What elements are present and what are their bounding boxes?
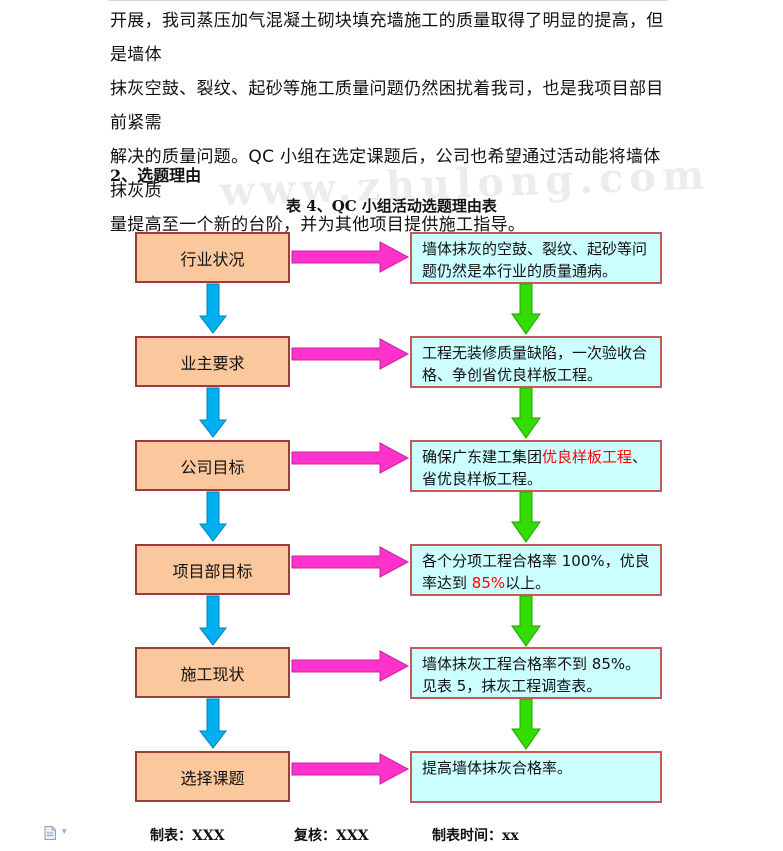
right-down-arrow-2 [511,387,541,439]
flow-left-box-topic: 选择课题 [135,751,290,802]
left-down-arrow-5 [198,698,228,749]
body-paragraph: 开展，我司蒸压加气混凝土砌块填充墙施工的质量取得了明显的提高，但是墙体 抹灰空鼓… [110,4,670,242]
right-down-arrow-1 [511,283,541,335]
flow-right-box-owner: 工程无装修质量缺陷，一次验收合格、争创省优良样板工程。 [410,336,662,388]
right-down-arrow-3 [511,491,541,543]
flow-left-box-company: 公司目标 [135,440,290,491]
right-arrow-6 [291,753,410,785]
desc-text: 、省优良样板工程。 [422,448,648,488]
desc-text: 各个分项工程合格率 100%，优良率达到 [422,552,650,592]
dropdown-caret-icon[interactable]: ▾ [62,827,67,837]
page-top-rule [108,0,668,1]
right-down-arrow-5 [511,698,541,750]
paragraph-line: 抹灰空鼓、裂纹、起砂等施工质量问题仍然困扰着我司，也是我项目部目前紧需 [110,79,664,133]
desc-text: 确保广东建工集团 [422,448,543,466]
flow-left-box-status: 施工现状 [135,647,290,698]
flow-right-box-project: 各个分项工程合格率 100%，优良率达到 85%以上。 [410,544,662,596]
paragraph-line: 量提高至一个新的台阶，并为其他项目提供施工指导。 [110,215,526,235]
right-down-arrow-4 [511,595,541,647]
desc-highlight: 85% [471,574,506,592]
desc-text: 以上。 [505,574,551,592]
footer-made-by: 制表：XXX [150,828,225,844]
flow-left-box-industry: 行业状况 [135,232,290,283]
flow-right-box-company: 确保广东建工集团优良样板工程、省优良样板工程。 [410,440,662,492]
section-heading: 2、选题理由 [110,166,202,185]
table-caption: 表 4、QC 小组活动选题理由表 [286,197,497,215]
flow-left-box-owner: 业主要求 [135,336,290,387]
footer-date: 制表时间：xx [432,828,519,844]
flow-right-box-topic: 提高墙体抹灰合格率。 [410,751,662,803]
flow-left-box-project: 项目部目标 [135,544,290,595]
paragraph-line: 开展，我司蒸压加气混凝土砌块填充墙施工的质量取得了明显的提高，但是墙体 [110,11,664,65]
desc-highlight: 优良样板工程 [542,448,633,466]
right-arrow-2 [291,338,410,370]
footer-reviewed-by: 复核：XXX [294,828,369,844]
flow-right-box-industry: 墙体抹灰的空鼓、裂纹、起砂等问题仍然是本行业的质量通病。 [410,232,662,284]
left-down-arrow-4 [198,595,228,646]
right-arrow-4 [291,546,410,578]
left-down-arrow-1 [198,283,228,334]
paragraph-line: 解决的质量问题。QC 小组在选定课题后，公司也希望通过活动能将墙体抹灰质 [110,147,661,201]
right-arrow-3 [291,442,410,474]
flow-right-box-status: 墙体抹灰工程合格率不到 85%。见表 5，抹灰工程调查表。 [410,647,662,699]
right-arrow-1 [291,241,410,273]
document-icon[interactable] [44,826,56,840]
left-down-arrow-3 [198,491,228,542]
right-arrow-5 [291,650,410,682]
left-down-arrow-2 [198,387,228,438]
